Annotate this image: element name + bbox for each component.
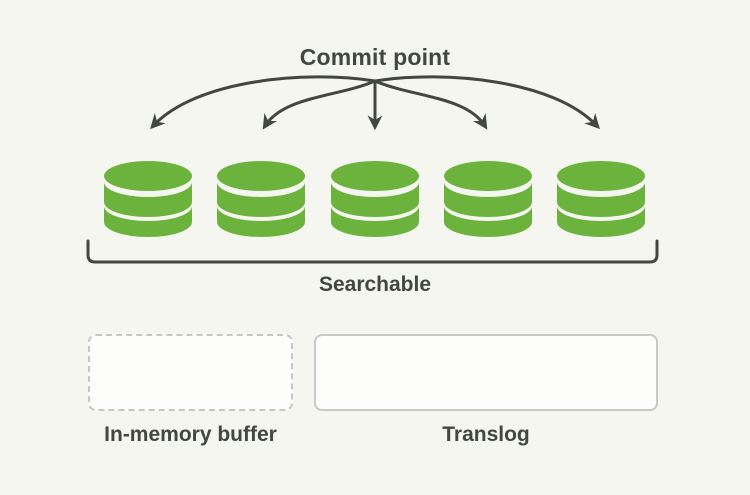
database-cylinder-icon <box>557 161 645 237</box>
commit-point-label: Commit point <box>299 44 451 70</box>
bracket-shape <box>86 239 659 264</box>
fan-arrows <box>150 75 600 131</box>
in-memory-buffer-label: In-memory buffer <box>104 423 277 446</box>
database-cylinder-icon <box>104 161 192 237</box>
translog-box <box>314 334 658 411</box>
arrow-to-segment-2 <box>262 79 377 130</box>
database-cylinder-icon <box>217 161 306 237</box>
arrow-to-segment-1 <box>150 75 377 130</box>
segments-row <box>104 161 645 237</box>
searchable-label: Searchable <box>318 273 432 296</box>
arrow-to-segment-5 <box>373 75 600 130</box>
searchable-bracket <box>86 239 659 264</box>
in-memory-buffer-box <box>88 334 293 411</box>
arrow-to-segment-4 <box>373 79 488 130</box>
database-cylinder-icon <box>443 161 532 237</box>
database-cylinder-icon <box>330 161 419 237</box>
translog-label: Translog <box>442 423 530 446</box>
